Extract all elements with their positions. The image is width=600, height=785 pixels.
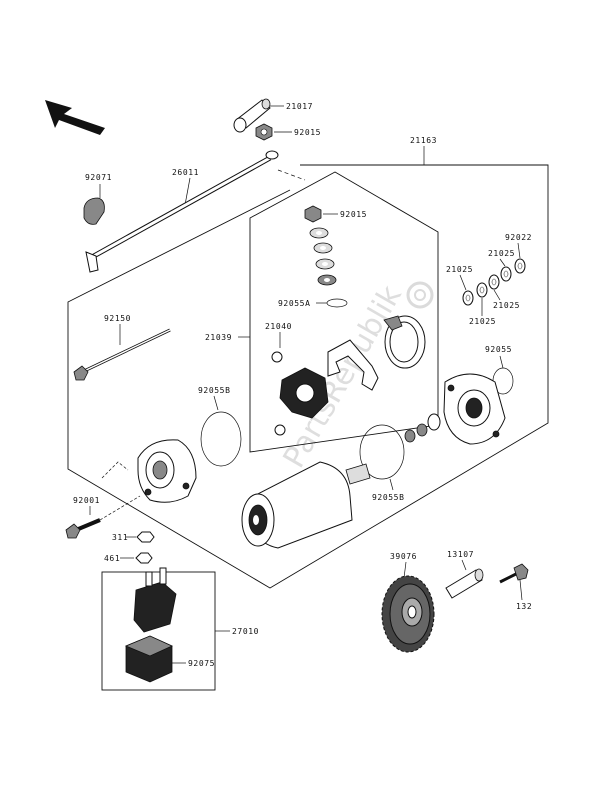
part-label-21040: 21040 bbox=[265, 322, 292, 331]
part-label-21025-c: 21025 bbox=[493, 301, 520, 310]
nut-part bbox=[255, 123, 273, 141]
part-label-21025-a: 21025 bbox=[488, 249, 515, 258]
thrust-washer-set-part bbox=[404, 413, 441, 443]
starter-motor-yoke-part bbox=[241, 461, 371, 549]
relay-cover-part bbox=[124, 635, 173, 683]
relay-nut-part bbox=[135, 552, 153, 564]
terminal-boot-part bbox=[83, 197, 105, 225]
starter-cable-part bbox=[85, 150, 279, 273]
part-label-26011: 26011 bbox=[172, 168, 199, 177]
front-cover-part bbox=[443, 373, 506, 445]
part-label-21163: 21163 bbox=[410, 136, 437, 145]
part-label-132: 132 bbox=[516, 602, 532, 611]
part-label-92055: 92055 bbox=[485, 345, 512, 354]
part-label-92015-top: 92015 bbox=[294, 128, 321, 137]
arrow-up-left-icon bbox=[45, 100, 105, 135]
part-label-21025-d: 21025 bbox=[469, 317, 496, 326]
part-label-92150: 92150 bbox=[104, 314, 131, 323]
washer-stack-part bbox=[309, 227, 337, 286]
nut-inner-part bbox=[304, 205, 322, 223]
hex-nut-part bbox=[136, 531, 155, 543]
part-label-13107: 13107 bbox=[447, 550, 474, 559]
o-ring-center-part bbox=[359, 424, 405, 480]
starter-idle-gear-part bbox=[381, 575, 435, 653]
part-label-39076: 39076 bbox=[390, 552, 417, 561]
part-label-92055a: 92055A bbox=[278, 299, 311, 308]
part-label-92022: 92022 bbox=[505, 233, 532, 242]
gear-shaft-part bbox=[445, 568, 484, 599]
shim-washer-set-part bbox=[462, 258, 526, 306]
part-label-92055b-left: 92055B bbox=[198, 386, 231, 395]
part-label-92071: 92071 bbox=[85, 173, 112, 182]
part-label-92055b-center: 92055B bbox=[372, 493, 405, 502]
end-cover-ring-part bbox=[383, 315, 426, 369]
o-ring-small-part bbox=[326, 298, 348, 308]
flange-bolt-part bbox=[499, 563, 529, 584]
brush-spring-part bbox=[271, 351, 286, 436]
part-label-92015-inner: 92015 bbox=[340, 210, 367, 219]
mounting-bolt-part bbox=[65, 518, 101, 539]
gear-watermark-icon bbox=[406, 281, 434, 309]
rear-housing-part bbox=[137, 439, 197, 503]
part-label-21017: 21017 bbox=[286, 102, 313, 111]
part-label-27010: 27010 bbox=[232, 627, 259, 636]
part-label-311: 311 bbox=[112, 533, 128, 542]
part-label-21039: 21039 bbox=[205, 333, 232, 342]
part-label-92075: 92075 bbox=[188, 659, 215, 668]
o-ring-left-part bbox=[200, 411, 242, 467]
part-label-461: 461 bbox=[104, 554, 120, 563]
terminal-cap-part bbox=[233, 98, 271, 133]
starter-relay-part bbox=[133, 567, 177, 633]
brush-holder-part bbox=[279, 339, 379, 419]
part-label-21025-b: 21025 bbox=[446, 265, 473, 274]
through-bolt-part bbox=[73, 328, 171, 381]
part-label-92001: 92001 bbox=[73, 496, 100, 505]
starter-assembly-frame bbox=[67, 164, 549, 589]
